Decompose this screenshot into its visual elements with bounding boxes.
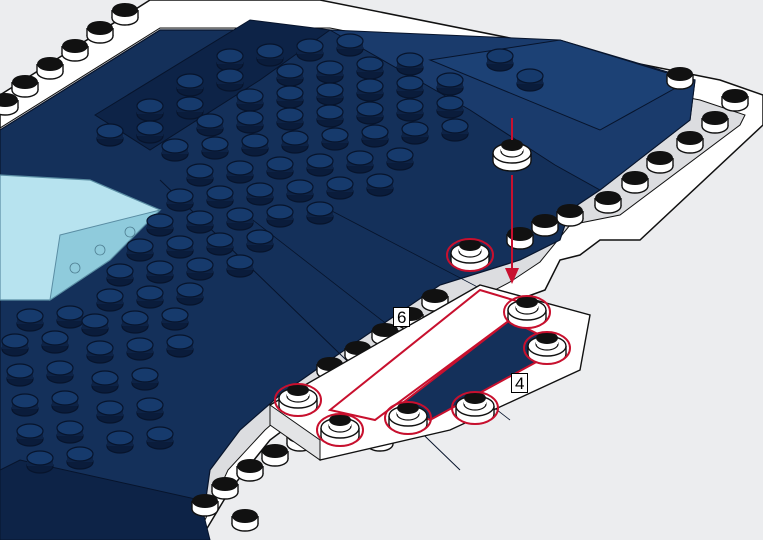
round-tile-icon xyxy=(452,392,498,424)
round-tile-icon xyxy=(385,402,431,434)
callout-plate-length-4: 4 xyxy=(511,373,528,393)
round-tile-icon xyxy=(524,332,570,364)
round-tile-icon xyxy=(504,296,550,328)
round-tile-icon xyxy=(275,384,321,416)
dark-blue-base xyxy=(0,20,695,540)
round-tile-icon xyxy=(447,239,493,271)
round-tile-icon xyxy=(317,414,363,446)
callout-plate-length-6: 6 xyxy=(393,307,410,327)
